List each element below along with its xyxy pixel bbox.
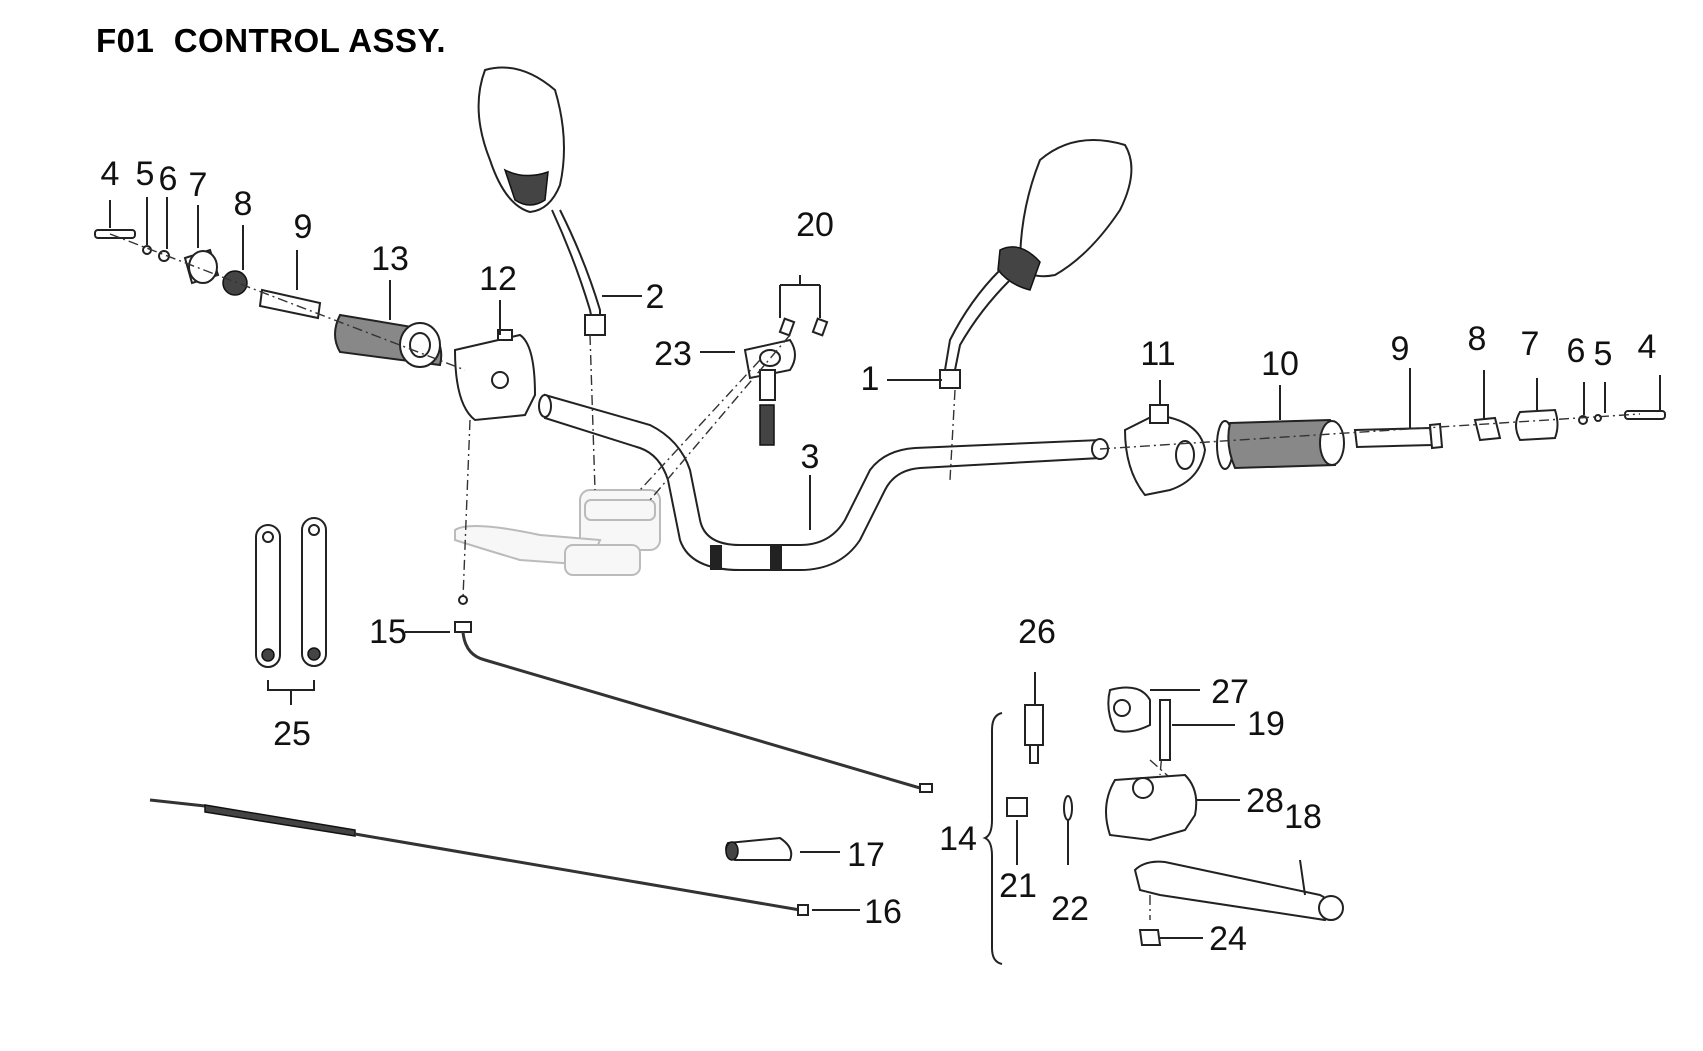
left-switch <box>453 329 537 422</box>
callout-27: 27 <box>1211 673 1249 711</box>
callout-25: 25 <box>273 715 311 753</box>
callout-24: 24 <box>1209 920 1247 958</box>
callout-28: 28 <box>1246 782 1284 820</box>
clutch-lever <box>1133 860 1344 922</box>
lever-bracket <box>1006 686 1198 946</box>
right-mirror <box>939 139 1133 389</box>
left-bar-end-hardware <box>94 229 322 320</box>
handlebar <box>538 393 1109 571</box>
callout-15: 15 <box>369 613 407 651</box>
callout-21: 21 <box>999 867 1037 905</box>
callout-17: 17 <box>847 836 885 874</box>
callout-2: 2 <box>646 278 665 316</box>
callout-7-right: 7 <box>1521 325 1540 363</box>
callout-5: 5 <box>136 155 155 193</box>
leader-lines <box>109 197 1661 939</box>
callout-4-right: 4 <box>1638 328 1657 366</box>
callout-20: 20 <box>796 206 834 244</box>
callout-23: 23 <box>654 335 692 373</box>
ignition-switch <box>743 317 829 446</box>
clamp-strap <box>255 517 327 668</box>
callout-5-right: 5 <box>1594 335 1613 373</box>
callout-9-right: 9 <box>1391 330 1410 368</box>
callout-14: 14 <box>939 820 977 858</box>
callout-8-right: 8 <box>1468 320 1487 358</box>
cable-boot <box>725 836 793 861</box>
callout-18: 18 <box>1284 798 1322 836</box>
callout-6: 6 <box>159 160 178 198</box>
callout-22: 22 <box>1051 890 1089 928</box>
diagram-title: F01 CONTROL ASSY. <box>96 22 447 59</box>
left-mirror <box>477 66 606 336</box>
left-grip <box>334 313 443 368</box>
callout-10: 10 <box>1261 345 1299 383</box>
callout-6-right: 6 <box>1567 332 1586 370</box>
callout-11: 11 <box>1140 335 1175 373</box>
callout-9: 9 <box>294 208 313 246</box>
callout-numbers: 1 2 3 4 5 6 7 8 9 13 12 20 23 11 10 9 8 … <box>101 155 1657 958</box>
right-bar-end-hardware <box>1353 408 1666 450</box>
master-cylinder <box>454 489 661 576</box>
callout-12: 12 <box>479 260 517 298</box>
callout-19: 19 <box>1247 705 1285 743</box>
callout-13: 13 <box>371 240 409 278</box>
callout-26: 26 <box>1018 613 1056 651</box>
callout-7: 7 <box>189 166 208 204</box>
callout-1: 1 <box>861 360 880 398</box>
right-grip <box>1216 418 1345 470</box>
callout-3: 3 <box>801 438 820 476</box>
callout-4: 4 <box>101 155 120 193</box>
clutch-cable <box>149 798 809 916</box>
callout-8: 8 <box>234 185 253 223</box>
throttle-cable <box>454 595 933 793</box>
right-switch <box>1123 404 1207 497</box>
assembly-bracket <box>982 712 1003 965</box>
callout-16: 16 <box>864 893 902 931</box>
